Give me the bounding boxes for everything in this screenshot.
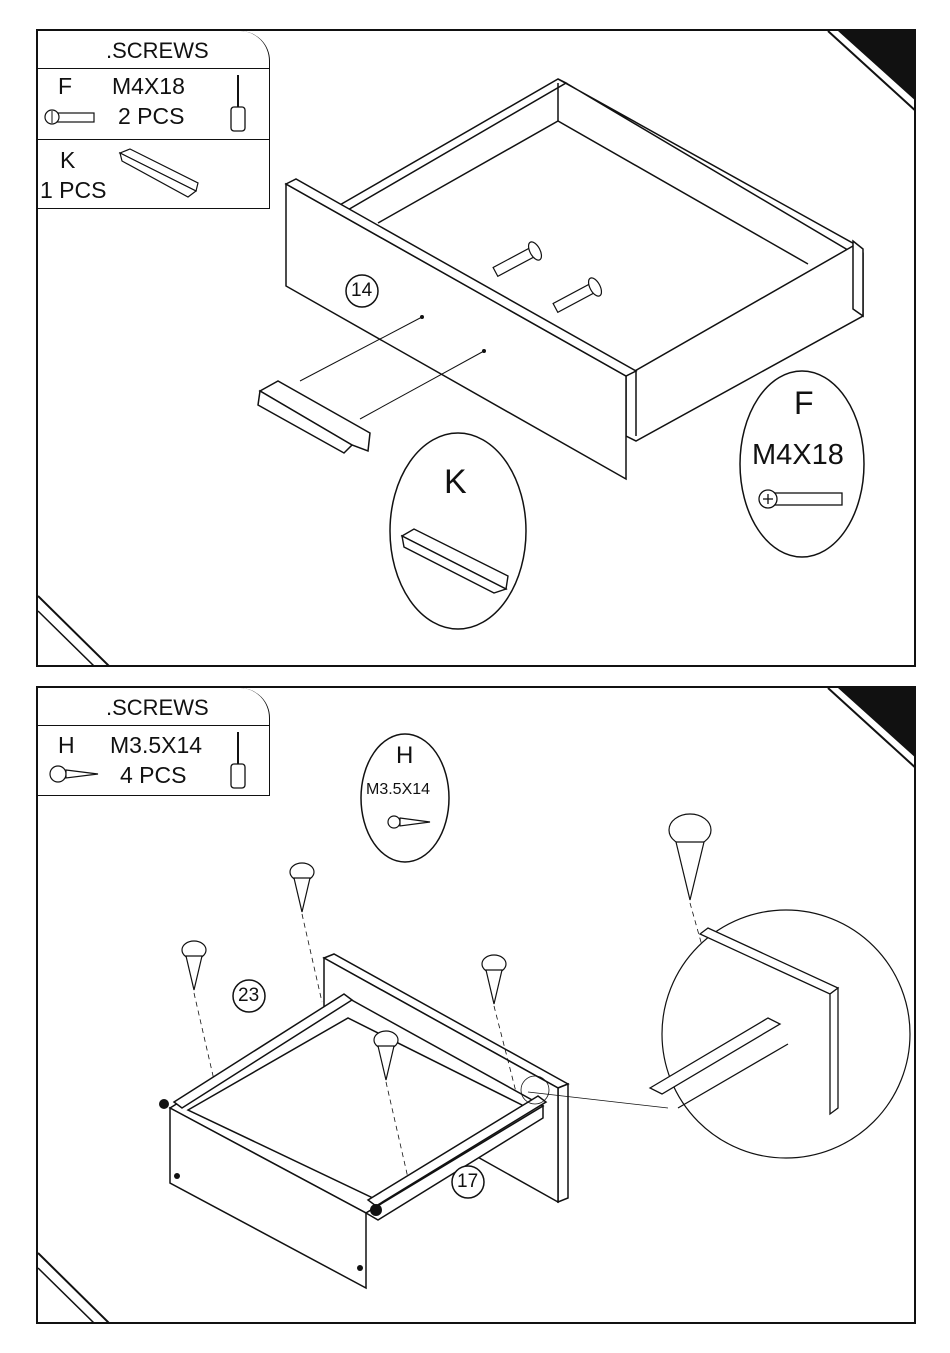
corner-mark-bottom-left [38,1253,110,1324]
step-panel-drawer-runners: .SCREWS H M3.5X14 4 PCS H M3.5X14 23 17 [36,686,916,1324]
step-panel-drawer-handle: .SCREWS F M4X18 2 PCS K 1 PCS 14 K F M4X… [36,29,916,667]
runner-number: 23 [238,986,259,1005]
callout-h-letter: H [396,744,413,768]
corner-mark-top-right [838,31,916,103]
handle-k-letter: K [60,149,75,172]
corner-mark-bottom-left [38,596,110,667]
handle-k-icon [120,149,198,197]
corner-mark-top-right [838,688,916,760]
parts-list: .SCREWS F M4X18 2 PCS K 1 PCS [38,31,270,209]
callout-k-letter: K [444,465,467,499]
parts-list: .SCREWS H M3.5X14 4 PCS [38,688,270,796]
drawer-number: 14 [351,281,372,300]
handle-k-part [258,381,370,453]
drawer-upside-down [170,954,568,1288]
drawer-number: 17 [457,1172,478,1191]
runner-detail-zoom [662,910,910,1158]
screwdriver-icon [231,75,245,131]
callout-h-size: M3.5X14 [366,782,430,798]
callout-f-letter: F [794,387,814,419]
callout-f-size: M4X18 [752,441,844,470]
handle-k-qty: 1 PCS [40,179,106,202]
screwdriver-icon [231,732,245,788]
screw-h-icon [38,688,270,796]
